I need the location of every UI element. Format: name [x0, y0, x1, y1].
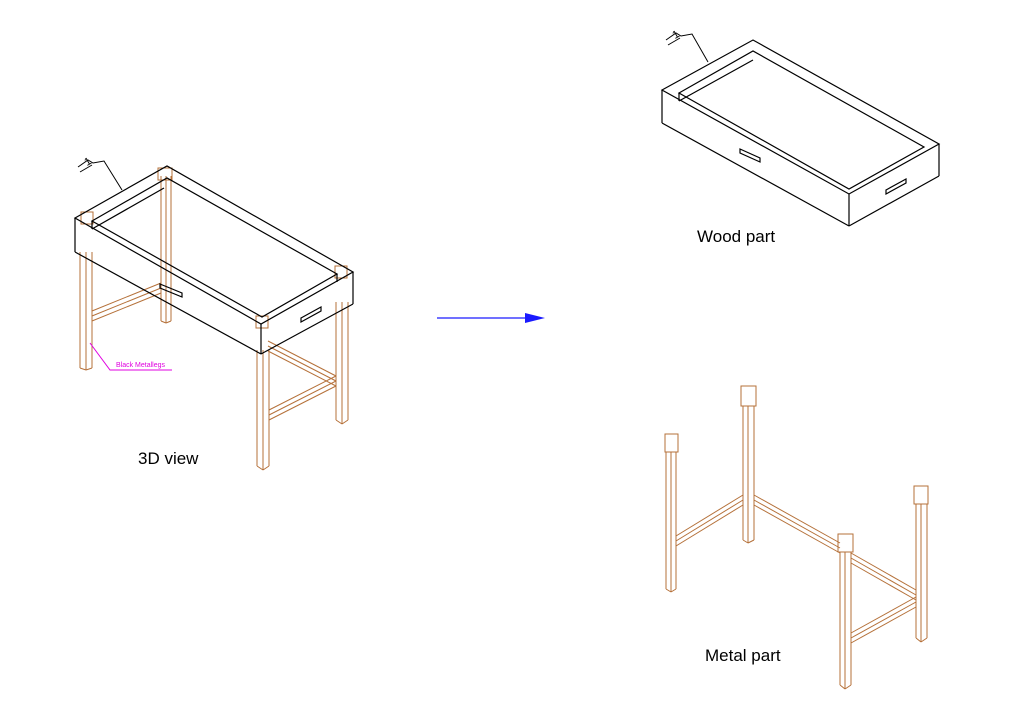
metal-leg-right — [913, 485, 929, 643]
part-leader-wood — [665, 32, 709, 63]
callout-black-metal-legs: Black Metallegs — [116, 362, 166, 369]
part-leader-3d — [77, 159, 123, 191]
callout-leader — [89, 342, 172, 371]
metal-leg-front — [837, 533, 854, 690]
label-3d-view: 3D view — [138, 449, 199, 468]
metal-stretcher-left — [675, 494, 744, 547]
metal-leg-left — [664, 433, 679, 593]
metal-stretcher-right — [850, 596, 917, 644]
leg-back-left — [157, 167, 173, 324]
stretcher-left — [91, 282, 162, 322]
assembled-metal-legs — [79, 167, 349, 471]
label-wood-part: Wood part — [697, 227, 776, 246]
stretcher-right — [268, 375, 337, 421]
leg-front-left — [79, 252, 93, 371]
leg-front-right — [256, 350, 270, 471]
assembled-wood-frame — [73, 165, 355, 355]
stretcher-long — [267, 340, 337, 387]
metal-leg-back — [740, 385, 757, 544]
label-metal-part: Metal part — [705, 646, 781, 665]
leg-back-right — [335, 302, 349, 425]
metal-stretcher-long — [753, 494, 917, 601]
arrow-right-icon — [437, 313, 545, 323]
metal-part-drawing — [664, 385, 929, 690]
wood-part-drawing — [660, 39, 941, 227]
